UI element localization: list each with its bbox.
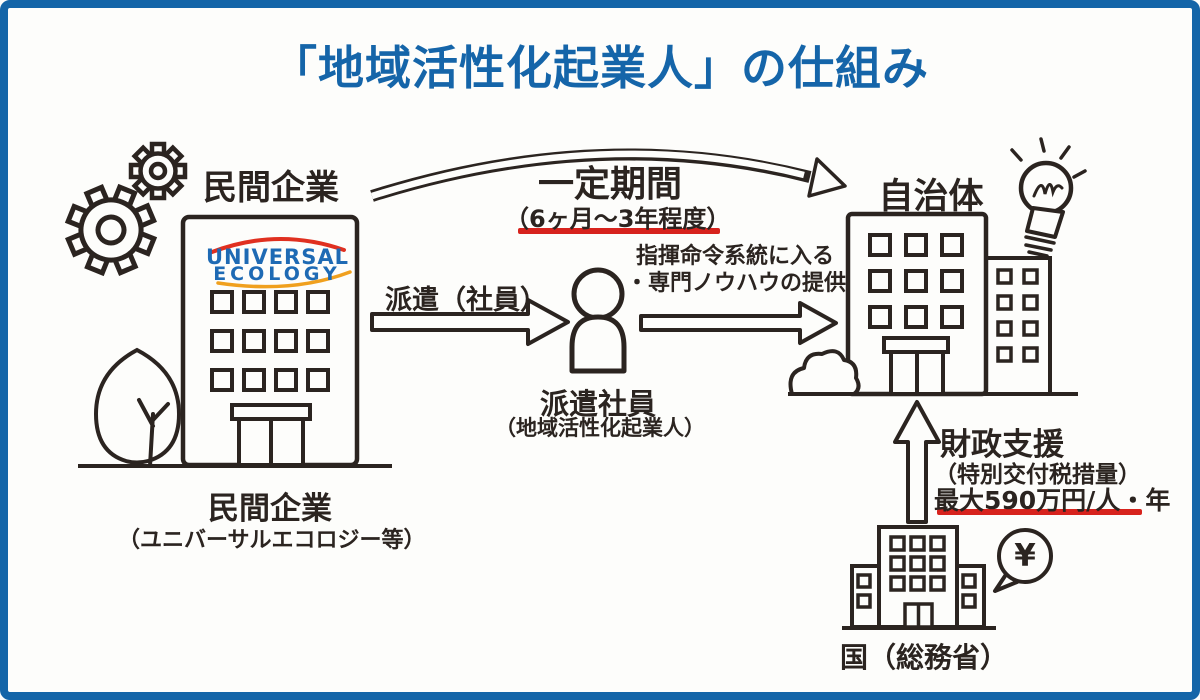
dispatch-label: 派遣（社員）	[385, 285, 547, 316]
yen-symbol: ¥	[1014, 538, 1036, 574]
period-underline	[518, 228, 720, 234]
support-amount: 最大590万円/人・年	[934, 486, 1171, 515]
support-title: 財政支援	[940, 427, 1064, 463]
municipality-building-icon	[788, 211, 1078, 397]
company-building-icon	[78, 214, 392, 468]
tree-icon	[93, 347, 182, 468]
bush-icon	[788, 349, 861, 396]
logo-red-arc	[210, 237, 346, 254]
government-building-icon	[842, 525, 996, 630]
yen-bubble-icon	[993, 528, 1053, 593]
company-bottom-sublabel: （ユニバーサルエコロジー等）	[118, 528, 426, 553]
amount-underline	[937, 509, 1142, 515]
command-line2: ・専門ノウハウの提供	[626, 271, 847, 296]
period-curved-arrow	[370, 148, 847, 202]
company-bottom-label: 民間企業	[208, 491, 332, 527]
dispatch-arrow-shape	[370, 298, 570, 346]
company-top-label: 民間企業	[203, 168, 339, 208]
period-label: 一定期間	[537, 164, 682, 205]
funding-up-arrow-shape	[893, 400, 941, 524]
government-label: 国（総務省）	[840, 641, 1009, 674]
employee-person-icon	[569, 267, 627, 374]
company-logo-line2: ECOLOGY	[213, 263, 341, 285]
lightbulb-icon	[1010, 137, 1087, 258]
gears-icon	[64, 141, 188, 277]
employee-sublabel: （地域活性化起業人）	[495, 416, 705, 440]
logo-orange-swoosh	[216, 270, 352, 289]
page-title: 「地域活性化起業人」の仕組み	[271, 41, 929, 95]
municipality-label: 自治体	[878, 177, 984, 217]
command-line1: 指揮命令系統に入る	[636, 244, 835, 269]
period-sublabel: （6ヶ月〜3年程度）	[505, 205, 731, 233]
company-logo-line1: UNIVERSAL	[206, 245, 349, 269]
command-arrow-shape	[639, 301, 838, 345]
employee-label: 派遣社員	[539, 387, 656, 421]
support-subtitle: （特別交付税措量）	[934, 462, 1141, 488]
